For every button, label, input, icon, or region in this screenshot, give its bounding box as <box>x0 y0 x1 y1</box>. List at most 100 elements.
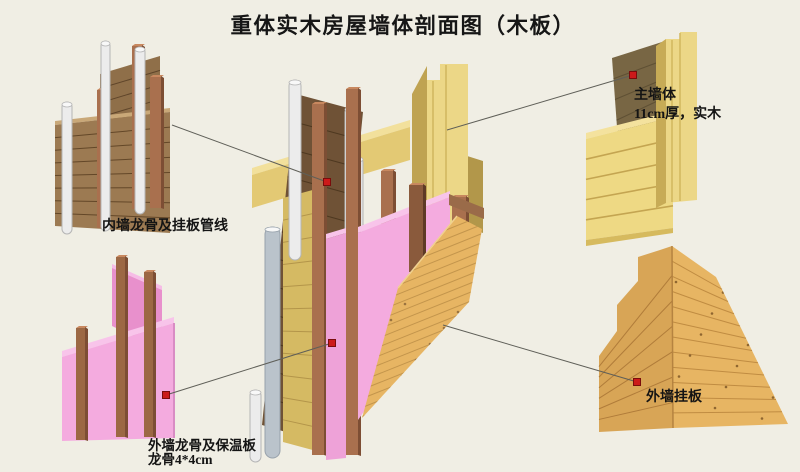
exterior-cladding-wall <box>362 216 482 418</box>
plank-line <box>672 382 771 388</box>
outer-keel-detail <box>62 255 175 441</box>
label-outer-keel-line2: 龙骨4*4cm <box>147 451 213 467</box>
nail-dot <box>760 417 764 420</box>
plank-line <box>598 300 673 378</box>
plank-line <box>672 306 741 327</box>
plank-line <box>671 275 729 302</box>
plank-line <box>672 321 747 339</box>
plank-line <box>598 376 673 410</box>
pipe-body <box>100 40 111 232</box>
stud-top <box>409 183 426 185</box>
cladding-edge-highlight <box>397 215 458 289</box>
cladding-right-face <box>672 246 788 428</box>
label-inner-wall: 内墙龙骨及挂板管线 <box>102 217 228 234</box>
pipe-cap <box>100 40 111 47</box>
inner-pipes <box>61 40 146 235</box>
pipe-cap <box>264 226 281 233</box>
nail-dot <box>688 354 692 357</box>
nail-dot <box>456 310 460 314</box>
page-title: 重体实木房屋墙体剖面图（木板） <box>230 13 575 38</box>
stud-face <box>76 328 85 440</box>
stud-face <box>150 77 161 208</box>
pipe-cap <box>61 101 73 108</box>
leader-lines <box>165 74 638 396</box>
stud-side <box>125 256 128 438</box>
marker-cladding <box>633 378 641 386</box>
stud-top <box>132 44 145 46</box>
label-cladding: 外墙挂板 <box>646 388 703 405</box>
furring-rail <box>449 194 484 219</box>
plank-line <box>672 291 735 315</box>
stud-face <box>312 104 324 455</box>
pipe-body <box>134 46 146 215</box>
pipe-cap <box>134 46 146 53</box>
label-main-wall-line1: 主墙体 <box>634 86 677 103</box>
nail-dot <box>746 343 750 347</box>
main-detail-post-side <box>656 39 666 208</box>
nail-dot <box>403 302 407 306</box>
insulation-panel-top <box>358 191 450 233</box>
stud-face <box>346 89 358 455</box>
outer-studs <box>76 255 156 441</box>
plank-line <box>598 275 673 367</box>
nail-dot <box>677 375 681 378</box>
nail-dot <box>735 364 739 368</box>
stud-face <box>116 257 125 437</box>
plank-line <box>672 411 783 414</box>
plank-line <box>598 402 673 420</box>
stud-face <box>409 185 423 272</box>
pipe-cap <box>288 79 302 86</box>
leader-line-outer-keel <box>165 342 333 396</box>
pipe-cap <box>249 389 262 396</box>
stud-side <box>161 76 164 209</box>
main-detail-wall-bottom <box>586 228 673 246</box>
insulation-strip-top <box>326 228 346 239</box>
leader-line-main-wall <box>446 74 634 131</box>
pipe-body <box>264 226 281 459</box>
stud-side <box>423 184 426 273</box>
stud-side <box>153 271 156 438</box>
plank-line <box>672 351 759 364</box>
stud-face <box>144 272 153 437</box>
stud-top <box>346 87 361 89</box>
plank-line <box>672 397 777 400</box>
marker-inner-wall <box>323 178 331 186</box>
cladding-corner-edge <box>671 245 674 429</box>
nail-dot <box>710 312 714 315</box>
stud-top <box>452 195 469 197</box>
marker-insulation-center <box>328 339 336 347</box>
plank-line <box>672 366 765 376</box>
cladding-left-planks <box>598 275 673 420</box>
inner-wall-detail <box>54 40 171 235</box>
stud-top <box>312 102 327 104</box>
plank-line <box>671 260 723 290</box>
pipe-body <box>61 101 73 235</box>
nail-dot <box>724 385 728 389</box>
cladding-right-planks <box>671 260 783 414</box>
main-wall-detail <box>585 32 697 246</box>
plank-line <box>598 351 673 399</box>
label-main-wall-line2: 11cm厚，实木 <box>634 105 722 122</box>
nail-dot <box>713 406 717 410</box>
marker-main-wall <box>629 71 637 79</box>
center-pipes-front <box>249 226 281 463</box>
plank-line <box>54 212 171 219</box>
stud-top <box>150 75 164 77</box>
marker-insulation-detail <box>162 391 170 399</box>
cladding-detail <box>598 245 788 432</box>
main-detail-post <box>666 32 697 203</box>
point-markers <box>162 71 641 399</box>
plank-line <box>598 325 673 389</box>
nail-dot <box>389 318 393 322</box>
nail-dot <box>771 396 775 399</box>
main-detail-wall-top <box>586 111 673 139</box>
stud-top <box>381 169 396 171</box>
plank-line <box>585 205 674 221</box>
leader-line-inner-wall <box>171 124 328 183</box>
plank-line <box>672 336 753 351</box>
leader-line-cladding <box>442 324 638 383</box>
nail-dot <box>699 333 703 336</box>
plank-line <box>613 59 664 80</box>
